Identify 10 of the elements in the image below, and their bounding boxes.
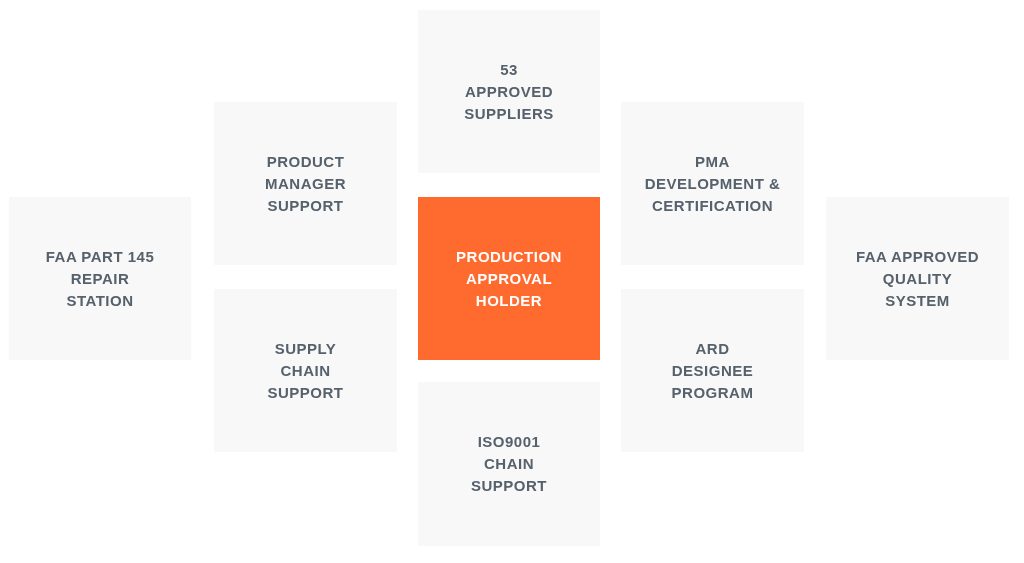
tile-label: 53 APPROVED SUPPLIERS	[463, 59, 555, 124]
tile-label: ARD DESIGNEE PROGRAM	[670, 338, 755, 403]
tile-label: SUPPLY CHAIN SUPPORT	[266, 338, 345, 403]
tile-label: FAA PART 145 REPAIR STATION	[44, 246, 156, 311]
tile-label: PMA DEVELOPMENT & CERTIFICATION	[643, 151, 782, 216]
tile-label: ISO9001 CHAIN SUPPORT	[470, 432, 548, 496]
tile-label: PRODUCT MANAGER SUPPORT	[264, 151, 347, 216]
central-tile	[418, 197, 600, 360]
tile-label: PRODUCTION APPROVAL HOLDER	[455, 246, 563, 311]
tile-label: FAA APPROVED QUALITY SYSTEM	[854, 246, 981, 311]
